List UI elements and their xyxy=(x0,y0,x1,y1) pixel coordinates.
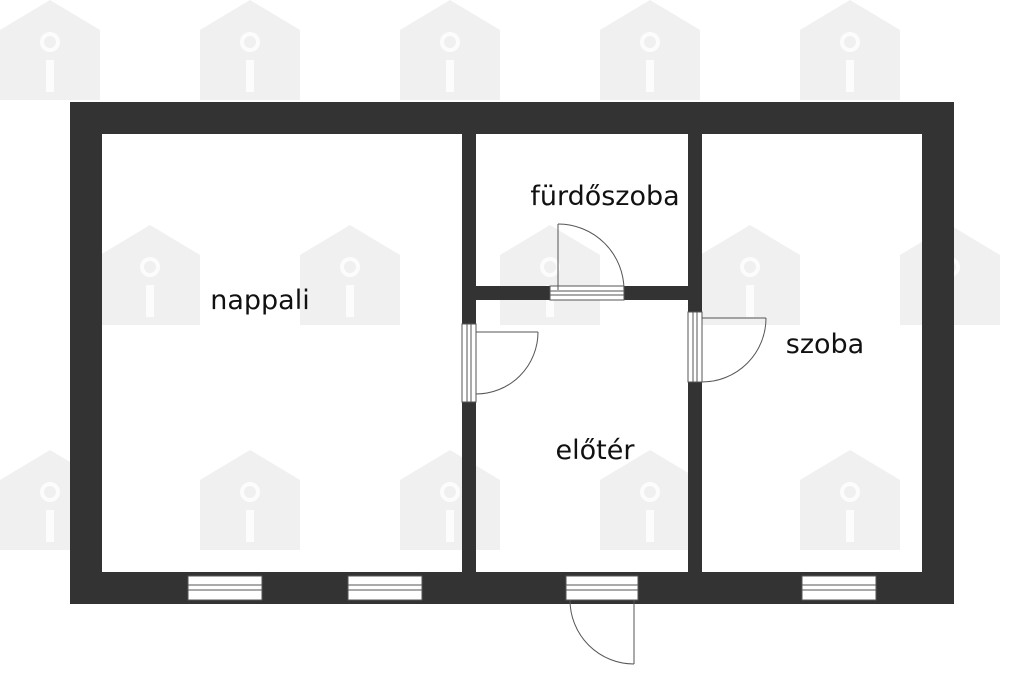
house-info-icon xyxy=(398,448,502,552)
house-info-icon xyxy=(798,448,902,552)
room-label-room: szoba xyxy=(786,329,864,360)
wall-bath-hall-right xyxy=(624,286,702,300)
outer-wall-top xyxy=(70,102,954,134)
watermark-layer xyxy=(0,0,1002,552)
wall-living-hall xyxy=(462,402,476,572)
house-info-icon xyxy=(398,0,502,102)
room-label-living-room: nappali xyxy=(210,285,309,316)
door-entrance xyxy=(565,575,639,665)
outer-wall-left xyxy=(70,102,102,604)
wall-bath-room xyxy=(688,134,702,312)
room-label-hallway: előtér xyxy=(556,435,636,466)
house-info-icon xyxy=(0,0,102,102)
room-label-bathroom: fürdőszoba xyxy=(530,181,679,212)
house-info-icon xyxy=(98,223,202,327)
door-living-room xyxy=(461,323,539,403)
house-info-icon xyxy=(298,223,402,327)
wall-hall-room xyxy=(688,382,702,572)
outer-wall-right xyxy=(922,102,954,604)
window xyxy=(347,575,423,601)
house-info-icon xyxy=(198,0,302,102)
wall-living-bath xyxy=(462,134,476,324)
door-room xyxy=(687,311,767,383)
wall-bath-hall-left xyxy=(462,286,550,300)
house-info-icon xyxy=(598,0,702,102)
house-info-icon xyxy=(198,448,302,552)
windows xyxy=(187,575,877,601)
house-info-icon xyxy=(498,223,602,327)
window xyxy=(187,575,263,601)
house-info-icon xyxy=(798,0,902,102)
doors xyxy=(461,223,767,665)
window xyxy=(801,575,877,601)
door-bathroom xyxy=(549,223,625,301)
house-info-icon xyxy=(698,223,802,327)
